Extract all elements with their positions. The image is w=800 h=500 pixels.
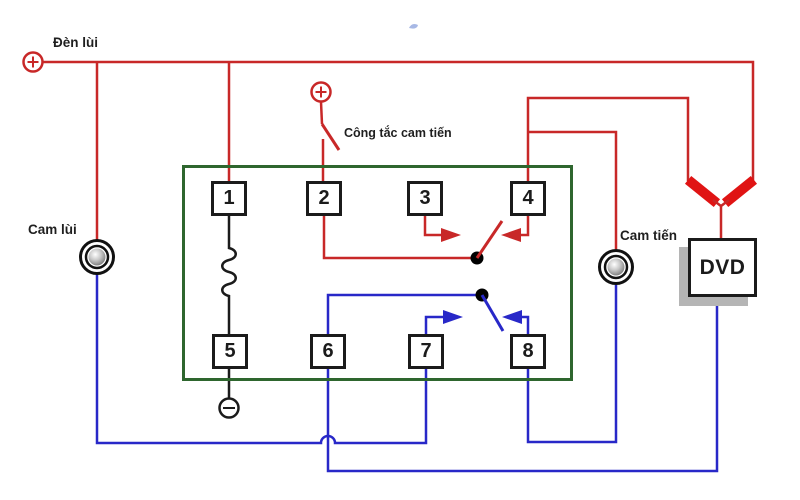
- pin6-common-wire: [326, 293, 487, 334]
- red-armature-blade: [475, 220, 504, 259]
- pin3-contact-wire: [423, 216, 441, 237]
- relay-pin-1: 1: [211, 181, 247, 216]
- relay-pin-4: 4: [510, 181, 546, 216]
- forward-camera-video-wire: [526, 285, 618, 444]
- forward-camera-connector-icon: [598, 249, 634, 285]
- pin7-arrow-icon: [443, 310, 463, 324]
- diode-left-bar: [684, 175, 721, 208]
- reverse-light-label: Đèn lùi: [53, 35, 99, 50]
- forward-cam-switch-blade: [320, 123, 341, 151]
- dvd-power-wire: [712, 199, 730, 238]
- relay-pin-7: 7: [408, 334, 444, 369]
- reverse-camera-connector-icon: [79, 239, 115, 275]
- blue-armature-blade: [480, 294, 505, 332]
- relay-outline-box: [182, 165, 573, 381]
- pin8-arrow-icon: [502, 310, 522, 324]
- relay-pin-6: 6: [310, 334, 346, 369]
- relay-coil: [221, 216, 237, 334]
- reverse-light-rail-wire: [42, 60, 755, 181]
- pin3-arrow-icon: [441, 228, 461, 242]
- forward-camera-label: Cam tiến: [620, 228, 678, 243]
- forward-cam-switch-feed-wire: [319, 101, 324, 125]
- reverse-camera-label: Cam lùi: [28, 222, 77, 237]
- relay-pin-2: 2: [306, 181, 342, 216]
- pin8-contact-wire: [522, 315, 530, 334]
- pin4-to-diode-wire: [526, 96, 690, 181]
- pin4-to-forward-camera-wire: [528, 130, 618, 249]
- dvd-unit-box: DVD: [688, 238, 757, 297]
- pin2-common-wire: [322, 216, 472, 260]
- relay-pin-3: 3: [407, 181, 443, 216]
- relay-pin-8: 8: [510, 334, 546, 369]
- watermark-artifact: [409, 24, 418, 29]
- pin4-contact-wire: [521, 216, 530, 237]
- pin4-arrow-icon: [501, 228, 521, 242]
- relay-pin-5: 5: [212, 334, 248, 369]
- forward-cam-switch-plus-icon: [310, 81, 332, 103]
- pin6-dvd-video-wire: [326, 297, 719, 473]
- pin7-contact-wire: [424, 315, 443, 334]
- forward-cam-switch-label: Công tắc cam tiến: [344, 126, 452, 140]
- ground-minus-icon: [218, 397, 240, 419]
- diode-right-bar: [721, 175, 758, 208]
- reverse-light-plus-icon: [22, 51, 44, 73]
